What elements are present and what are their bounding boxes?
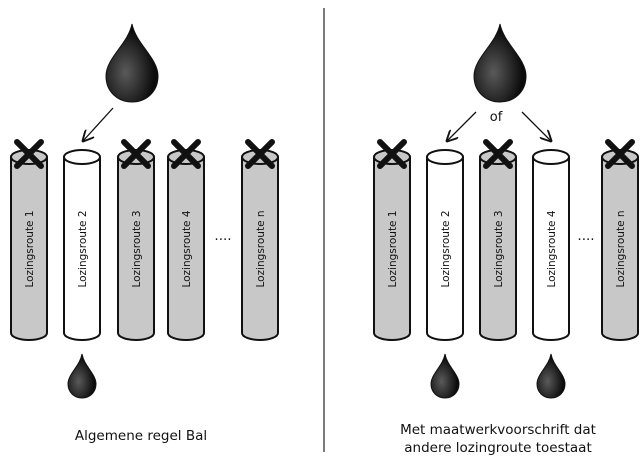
route-label: Lozingsroute n: [255, 210, 267, 287]
route-label: Lozingsroute 4: [546, 210, 558, 287]
route-ellipsis: ....: [577, 228, 594, 244]
arrow-icon: [447, 111, 477, 141]
route-tube: Lozingsroute 1: [10, 139, 48, 341]
drop-icon: [536, 353, 566, 399]
route-label: Lozingsroute 1: [387, 210, 399, 287]
cross-icon: [483, 139, 513, 169]
route-tube: Lozingsroute 2: [426, 149, 464, 341]
cross-icon: [121, 139, 151, 169]
route-label: Lozingsroute 2: [440, 210, 452, 287]
cross-icon: [245, 139, 275, 169]
cross-icon: [377, 139, 407, 169]
route-label: Lozingsroute 1: [24, 210, 36, 287]
cross-icon: [171, 139, 201, 169]
right-caption-line1: Met maatwerkvoorschrift dat: [400, 422, 596, 438]
left-panel: Lozingsroute 1 Lozingsroute 2 Lozingsroute…: [10, 23, 279, 444]
left-route-group: Lozingsroute 1 Lozingsroute 2 Lozingsroute…: [10, 139, 279, 341]
route-label: Lozingsroute 3: [131, 210, 143, 287]
route-tube: Lozingsroute 3: [479, 139, 517, 341]
route-tube: Lozingsroute 2: [63, 149, 101, 341]
right-caption-line2: andere lozingroute toestaat: [404, 440, 592, 456]
route-tube: Lozingsroute n: [241, 139, 279, 341]
drop-icon: [105, 23, 159, 103]
right-route-group: Lozingsroute 1 Lozingsroute 2 Lozingsroute…: [373, 139, 639, 341]
cross-icon: [14, 139, 44, 169]
route-tube: Lozingsroute n: [601, 139, 639, 341]
route-tube: Lozingsroute 3: [117, 139, 155, 341]
drop-icon: [67, 353, 97, 399]
arrow-icon: [83, 107, 114, 141]
drop-icon: [430, 353, 460, 399]
route-tube: Lozingsroute 4: [167, 139, 205, 341]
route-tube: Lozingsroute 4: [532, 149, 570, 341]
drop-icon: [473, 23, 527, 103]
route-label: Lozingsroute 2: [77, 210, 89, 287]
cross-icon: [605, 139, 635, 169]
left-caption: Algemene regel Bal: [75, 428, 207, 444]
route-label: Lozingsroute 4: [181, 210, 193, 287]
route-ellipsis: ....: [214, 228, 231, 244]
arrow-icon: [521, 111, 551, 141]
route-label: Lozingsroute n: [615, 210, 627, 287]
branch-label: of: [490, 110, 503, 125]
route-tube: Lozingsroute 1: [373, 139, 411, 341]
route-label: Lozingsroute 3: [493, 210, 505, 287]
